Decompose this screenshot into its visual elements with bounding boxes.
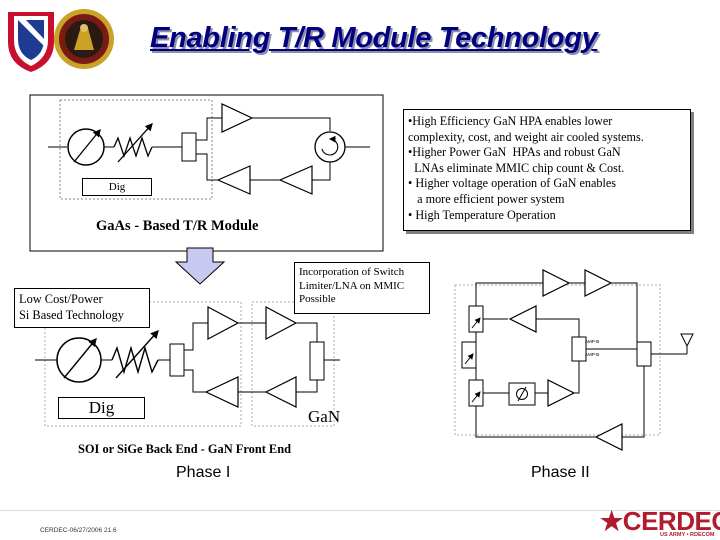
switch-box <box>169 343 185 377</box>
attenuator-icon <box>111 329 159 379</box>
amplifier-icon <box>264 376 297 408</box>
switch-box <box>636 341 652 367</box>
low-cost-line: Low Cost/Power <box>19 292 103 306</box>
phase2-diagram <box>454 269 694 451</box>
bullet-line: • High Temperature Operation <box>408 207 556 222</box>
low-cost-label-box: Low Cost/Power Si Based Technology <box>14 288 150 328</box>
integration-callout: Incorporation of Switch Limiter/LNA on M… <box>294 262 430 314</box>
gaas-inner-box <box>59 99 213 200</box>
phase2-outer-box <box>454 284 661 436</box>
slide-title: Enabling T/R Module Technology <box>150 22 598 54</box>
footer-text: CERDEC-06/27/2006 21.6 <box>40 527 117 534</box>
amp-b-label: AMP-B <box>585 352 600 357</box>
amplifier-icon <box>207 306 240 340</box>
callout-line: Incorporation of Switch <box>299 266 405 278</box>
attenuator-icon <box>113 123 153 163</box>
phase2-label: Phase II <box>531 464 590 481</box>
phase-shifter-icon <box>67 128 105 166</box>
cerdec-subtext: US ARMY • RDECOM <box>660 532 715 538</box>
amplifier-icon <box>584 269 613 297</box>
amplifier-icon <box>278 165 313 195</box>
army-emblem <box>8 9 114 72</box>
bullet-line: •Higher Power GaN HPAs and robust GaN <box>408 145 621 160</box>
antenna-icon <box>680 333 694 348</box>
amplifier-icon <box>265 306 298 340</box>
bullet-line: complexity, cost, and weight air cooled … <box>408 129 644 144</box>
phase1-frontend-box <box>251 301 335 427</box>
switch-box <box>461 341 477 369</box>
switch-box <box>571 336 587 362</box>
dig-box: Dig <box>82 178 152 196</box>
gan-label: GaN <box>308 407 341 426</box>
cerdec-logo: ★CERDEC <box>600 506 720 536</box>
dig-box: Dig <box>58 397 145 419</box>
switch-box <box>468 305 484 333</box>
amplifier-icon <box>221 103 254 133</box>
amp-b-label: AMP-B <box>585 339 600 344</box>
low-cost-line: Si Based Technology <box>19 307 124 322</box>
footer-divider <box>0 510 720 511</box>
amplifier-icon <box>508 305 537 333</box>
down-arrow-icon <box>174 247 226 285</box>
amplifier-icon <box>216 165 251 195</box>
amplifier-icon <box>204 376 239 408</box>
bullet-line: LNAs eliminate MMIC chip count & Cost. <box>408 160 625 175</box>
gaas-module <box>29 94 384 252</box>
benefits-text-box: •High Efficiency GaN HPA enables lower c… <box>403 109 691 231</box>
switch-box <box>468 379 484 407</box>
phase1-diagram <box>35 301 340 427</box>
bullet-line: a more efficient power system <box>408 191 565 206</box>
bullet-line: •High Efficiency GaN HPA enables lower <box>408 114 613 128</box>
amplifier-icon <box>547 379 576 407</box>
phase1-label: Phase I <box>176 464 231 481</box>
phase-shifter-icon <box>56 337 102 383</box>
callout-line: Possible <box>299 293 336 306</box>
bullet-line: • Higher voltage operation of GaN enable… <box>408 176 616 191</box>
switch-box <box>181 132 197 162</box>
phase1-caption: SOI or SiGe Back End - GaN Front End <box>78 442 291 456</box>
circulator-icon <box>314 131 346 163</box>
gaas-caption: GaAs - Based T/R Module <box>96 218 259 234</box>
amplifier-icon <box>542 269 571 297</box>
switch-box <box>309 341 325 381</box>
callout-line: Limiter/LNA on MMIC <box>299 279 405 292</box>
amplifier-icon <box>594 423 623 451</box>
